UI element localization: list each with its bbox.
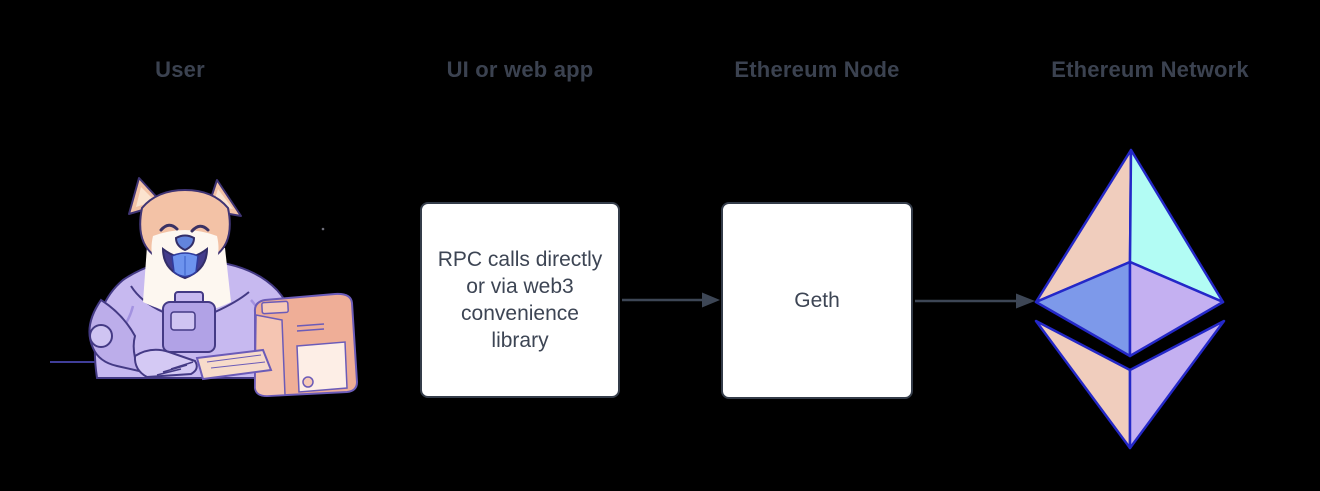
computer-vents xyxy=(296,323,325,332)
computer-side-panel xyxy=(254,314,286,397)
doge-astronaut-illustration xyxy=(50,177,359,398)
doge-eye-left xyxy=(159,223,179,232)
chest-pack-panel xyxy=(170,311,196,331)
eth-facet-mid-right xyxy=(1128,260,1225,358)
doge-robot-hand xyxy=(133,348,198,379)
doge-eye-right xyxy=(190,224,210,233)
computer-port xyxy=(302,376,314,388)
box-text-line: convenience xyxy=(461,302,579,325)
ethereum-logo xyxy=(1034,148,1226,450)
computer-top-handle xyxy=(261,300,289,315)
doge-nose xyxy=(174,234,196,252)
user-label: User xyxy=(155,57,205,82)
ethereum-node-box: Geth xyxy=(721,202,913,399)
box-text-line: library xyxy=(491,329,549,352)
eth-facet-bottom-right xyxy=(1128,319,1226,450)
arrow-node-to-network xyxy=(915,293,1035,309)
ethereum-network-label: Ethereum Network xyxy=(1051,57,1249,82)
sparkle-dot xyxy=(321,227,325,231)
box-text-line: or via web3 xyxy=(466,275,574,298)
ethereum-logo-facets xyxy=(1034,148,1226,450)
arrow-head-icon xyxy=(1016,293,1035,309)
arrow-head-icon xyxy=(702,292,720,308)
ui-or-web-app-box: RPC calls directly or via web3 convenien… xyxy=(420,202,620,398)
suit-strap xyxy=(214,291,250,313)
ethereum-node-label: Ethereum Node xyxy=(734,57,900,82)
keyboard xyxy=(195,348,273,381)
robot-fingers xyxy=(156,361,194,376)
keyboard-keys xyxy=(206,354,266,369)
geth-text: Geth xyxy=(794,289,840,312)
arm-joint xyxy=(89,324,113,348)
ui-or-web-app-label: UI or web app xyxy=(446,57,594,82)
arrow-webapp-to-node xyxy=(622,292,720,308)
box-text-line: RPC calls directly xyxy=(437,248,603,271)
